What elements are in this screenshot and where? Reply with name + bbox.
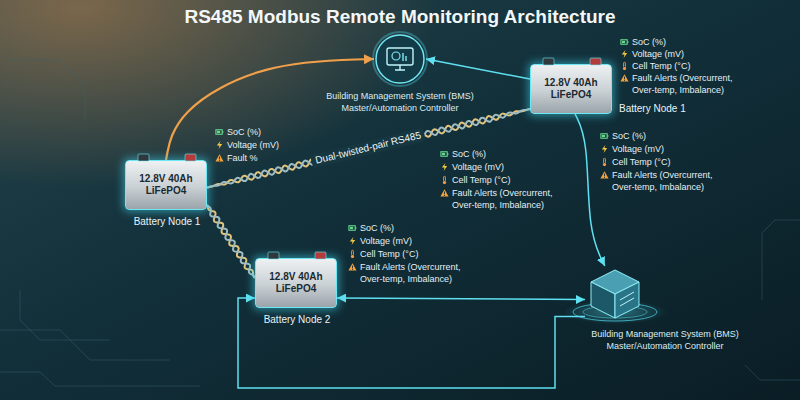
- metric-label: SoC (%): [632, 36, 666, 48]
- controller-node: Building Management System (BMS) Master/…: [374, 34, 426, 84]
- monitor: [387, 48, 413, 65]
- icon-circle: [376, 35, 424, 83]
- circuit-trace: [0, 330, 170, 360]
- metric-icon: [602, 145, 607, 153]
- data-flow-arrow: [575, 114, 605, 266]
- metric-label: Voltage (mV): [227, 139, 279, 151]
- node-name: Battery Node 1: [134, 216, 201, 228]
- metric-label: Voltage (mV): [632, 48, 684, 60]
- controller-name: Building Management System (BMS) Master/…: [575, 328, 755, 352]
- metric-label: Cell Temp (°C): [632, 60, 690, 72]
- metric-label: Cell Temp (°C): [612, 156, 670, 168]
- cable-strand: [207, 205, 255, 278]
- metric-label: Fault Alerts (Overcurrent, Over-temp, Im…: [360, 261, 470, 285]
- circuit-trace: [762, 220, 800, 300]
- circuit-trace: [10, 60, 85, 120]
- metric-icon: [442, 163, 447, 171]
- data-flow-arrow: [426, 59, 530, 79]
- battery-node: 12.8V 40Ah LiFePO4Battery Node 1: [530, 64, 612, 114]
- metric-label: Voltage (mV): [612, 143, 664, 155]
- battery-spec: 12.8V 40Ah LiFePO4: [133, 173, 199, 197]
- battery-terminals: [126, 153, 208, 161]
- metric-label: SoC (%): [452, 148, 486, 160]
- circuit-trace: [20, 290, 110, 340]
- metric-icon: [349, 226, 356, 231]
- terminal: [543, 58, 554, 65]
- circuit-traces: [0, 60, 800, 386]
- diagram-title: RS485 Modbus Remote Monitoring Architect…: [0, 5, 800, 28]
- metric-label: Fault %: [227, 152, 258, 164]
- connector-line: [426, 59, 530, 79]
- battery-terminals: [256, 251, 338, 259]
- battery-spec: 12.8V 40Ah LiFePO4: [263, 271, 329, 295]
- cable-label: Dual-twisted-pair RS485: [310, 128, 426, 169]
- metric-icon: [215, 154, 223, 161]
- bar-chart: [403, 53, 406, 61]
- battery-terminals: [531, 57, 613, 65]
- metric-label: SoC (%): [612, 130, 646, 142]
- metric-icon: [351, 250, 354, 258]
- controller-name: Building Management System (BMS) Master/…: [310, 90, 490, 114]
- metric-icon: [217, 141, 222, 149]
- cable-strand: [207, 109, 530, 188]
- connector-line: [575, 114, 605, 266]
- metric-label: SoC (%): [227, 126, 261, 138]
- metric-icon: [603, 158, 606, 166]
- data-flow-arrow: [337, 298, 585, 300]
- metric-label: Fault Alerts (Overcurrent, Over-temp, Im…: [452, 187, 562, 211]
- metric-icon: [620, 74, 628, 81]
- metric-icon: [216, 130, 223, 135]
- battery-node: 12.8V 40Ah LiFePO4Battery Node 2: [255, 258, 337, 308]
- controller-icon: [374, 34, 426, 84]
- cube-vents: [620, 292, 634, 306]
- controller-icon: [585, 266, 645, 322]
- cable-strand: [207, 205, 255, 278]
- metric-label: Fault Alerts (Overcurrent, Over-temp, Im…: [632, 72, 757, 96]
- metric-icon: [600, 171, 608, 178]
- metric-icon: [621, 40, 628, 45]
- terminal: [268, 252, 279, 259]
- metric-icon: [601, 134, 608, 139]
- metric-label: Fault Alerts (Overcurrent, Over-temp, Im…: [612, 169, 737, 193]
- cube-side: [615, 282, 639, 318]
- terminal: [138, 154, 149, 161]
- rs485-cable: [207, 205, 255, 278]
- metric-icon: [443, 176, 446, 184]
- circuit-trace: [745, 365, 800, 380]
- metric-icon: [350, 237, 355, 245]
- metric-label: Cell Temp (°C): [452, 174, 510, 186]
- circuit-trace: [0, 372, 200, 386]
- rs485-cable: [207, 109, 530, 188]
- metric-icon: [623, 62, 626, 70]
- metric-icon: [348, 263, 356, 270]
- data-flow-arrow: [238, 298, 585, 388]
- metric-label: SoC (%): [360, 222, 394, 234]
- terminal: [315, 252, 326, 259]
- node-name: Battery Node 2: [264, 314, 331, 326]
- icon-glow: [373, 32, 427, 86]
- connector-line: [238, 298, 585, 388]
- cable-strand: [207, 109, 530, 188]
- metric-icon: [622, 50, 627, 58]
- connector-line: [337, 298, 585, 300]
- metric-icon: [440, 189, 448, 196]
- battery-spec: 12.8V 40Ah LiFePO4: [538, 77, 604, 101]
- metric-icon: [441, 152, 448, 157]
- terminal: [185, 154, 196, 161]
- metric-label: Cell Temp (°C): [360, 248, 418, 260]
- controller-node: Building Management System (BMS) Master/…: [585, 266, 645, 322]
- battery-node: 12.8V 40Ah LiFePO4Battery Node 1: [125, 160, 207, 210]
- node-name: Battery Node 1: [619, 103, 686, 115]
- cube-side: [591, 282, 615, 318]
- metric-label: Voltage (mV): [452, 161, 504, 173]
- metric-label: Voltage (mV): [360, 235, 412, 247]
- monitor-stand: [395, 65, 405, 70]
- terminal: [590, 58, 601, 65]
- pie-chart: [392, 52, 400, 60]
